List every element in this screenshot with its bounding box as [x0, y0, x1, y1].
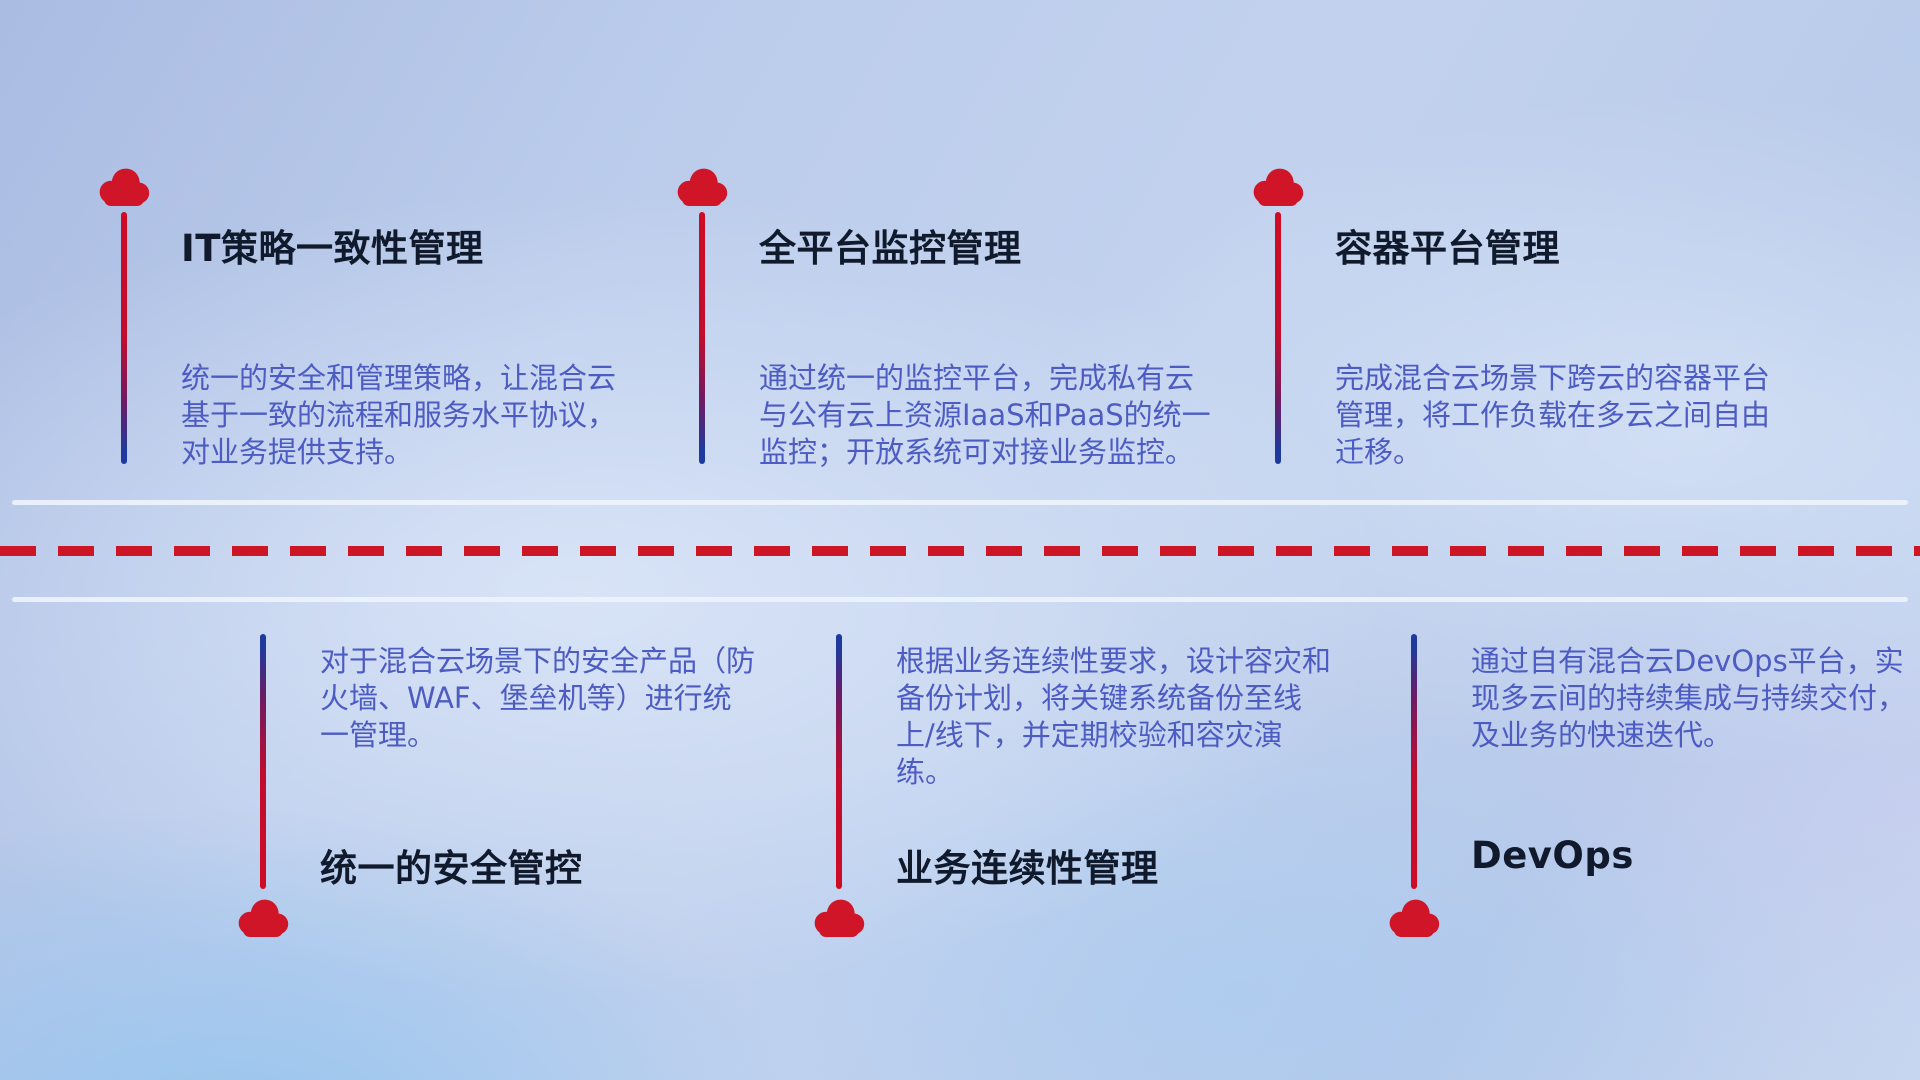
connector-line — [121, 212, 127, 464]
item-title: DevOps — [1471, 834, 1634, 877]
item-title: 容器平台管理 — [1335, 227, 1560, 270]
item-description: 通过自有混合云DevOps平台，实现多云间的持续集成与持续交付，及业务的快速迭代… — [1471, 644, 1907, 752]
cloud-icon — [812, 897, 866, 937]
item-title: IT策略一致性管理 — [181, 227, 484, 270]
item-title: 全平台监控管理 — [759, 227, 1022, 270]
item-description: 对于混合云场景下的安全产品（防火墙、WAF、堡垒机等）进行统一管理。 — [320, 644, 756, 752]
connector-line — [699, 212, 705, 464]
divider-dashed-red — [0, 546, 1920, 556]
timeline-item-business-continuity: 根据业务连续性要求，设计容灾和备份计划，将关键系统备份至线上/线下，并定期校验和… — [812, 634, 1352, 964]
timeline-item-it-policy: IT策略一致性管理 统一的安全和管理策略，让混合云基于一致的流程和服务水平协议，… — [97, 166, 637, 486]
connector-line — [260, 634, 266, 889]
cloud-icon — [236, 897, 290, 937]
item-description: 根据业务连续性要求，设计容灾和备份计划，将关键系统备份至线上/线下，并定期校验和… — [896, 644, 1332, 789]
cloud-icon — [97, 166, 151, 206]
timeline-item-monitoring: 全平台监控管理 通过统一的监控平台，完成私有云与公有云上资源IaaS和PaaS的… — [675, 166, 1215, 486]
timeline-item-devops: 通过自有混合云DevOps平台，实现多云间的持续集成与持续交付，及业务的快速迭代… — [1387, 634, 1920, 964]
connector-line — [836, 634, 842, 889]
item-title: 统一的安全管控 — [320, 847, 583, 890]
divider-solid-top — [12, 500, 1908, 505]
item-description: 统一的安全和管理策略，让混合云基于一致的流程和服务水平协议，对业务提供支持。 — [181, 361, 617, 469]
cloud-icon — [1387, 897, 1441, 937]
divider-solid-bottom — [12, 597, 1908, 602]
cloud-icon — [1251, 166, 1305, 206]
item-title: 业务连续性管理 — [896, 847, 1159, 890]
connector-line — [1411, 634, 1417, 889]
item-description: 通过统一的监控平台，完成私有云与公有云上资源IaaS和PaaS的统一监控；开放系… — [759, 361, 1211, 469]
timeline-item-security-control: 对于混合云场景下的安全产品（防火墙、WAF、堡垒机等）进行统一管理。 统一的安全… — [236, 634, 776, 964]
timeline-item-container-platform: 容器平台管理 完成混合云场景下跨云的容器平台管理，将工作负载在多云之间自由迁移。 — [1251, 166, 1791, 486]
item-description: 完成混合云场景下跨云的容器平台管理，将工作负载在多云之间自由迁移。 — [1335, 361, 1771, 469]
cloud-icon — [675, 166, 729, 206]
connector-line — [1275, 212, 1281, 464]
